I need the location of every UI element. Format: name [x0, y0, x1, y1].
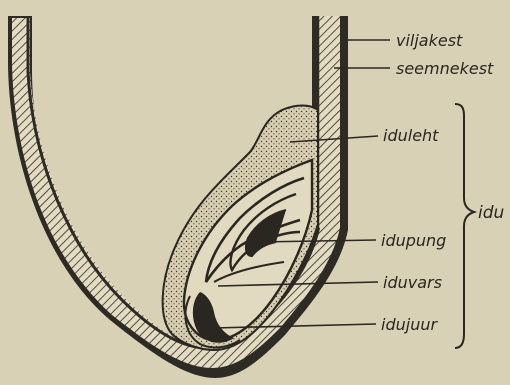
label-seemnekest: seemnekest	[396, 59, 494, 78]
label-idupung: idupung	[381, 231, 446, 250]
label-idu: idu	[478, 203, 505, 223]
label-iduleht: iduleht	[383, 126, 439, 145]
label-idujuur: idujuur	[381, 315, 438, 334]
label-iduvars: iduvars	[383, 273, 442, 292]
right-wall-hatch	[318, 16, 340, 228]
label-viljakest: viljakest	[396, 31, 463, 50]
idu-brace	[455, 104, 474, 348]
right-wall-dark	[340, 16, 348, 230]
